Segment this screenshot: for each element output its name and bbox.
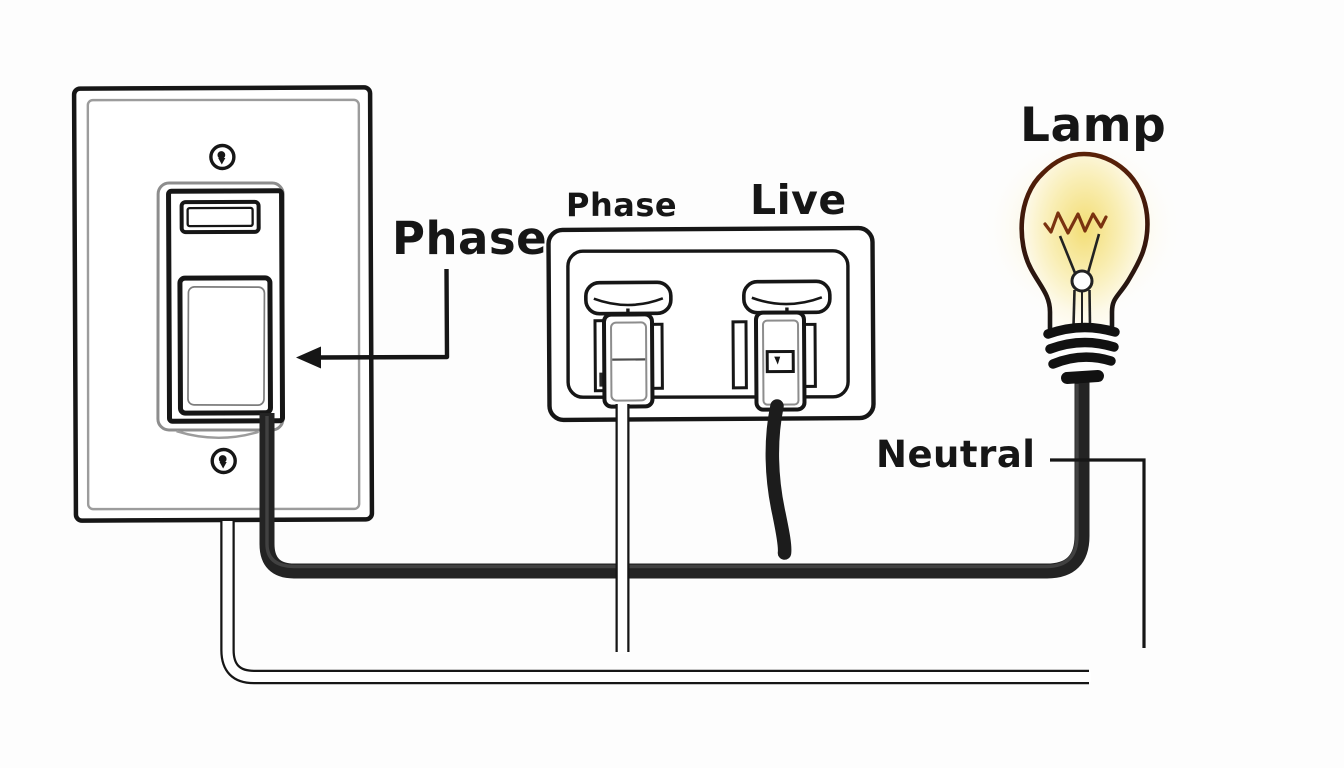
screw-top-slot: [218, 157, 226, 165]
switch-plate-inner-line: [86, 98, 361, 511]
stem-bead: [1070, 269, 1094, 293]
outlet-slot-live-lip: [751, 296, 823, 306]
base-tip: [1061, 370, 1104, 384]
screw-bottom-slot: [219, 461, 227, 469]
live-plug-switch-window: [765, 349, 795, 374]
filament-coil: [1043, 211, 1108, 235]
outlet-face-inner-line: [566, 249, 850, 399]
neutral-wire-outline: [220, 521, 1089, 685]
switch-indicator-window: [179, 199, 261, 235]
base-thread-2: [1045, 337, 1119, 354]
filament-support-right: [1086, 233, 1101, 274]
arrowhead-left-icon: [296, 346, 321, 369]
neutral-wire-core: [222, 521, 1091, 682]
live-plug-wing-left: [731, 320, 748, 390]
filament-support-left: [1058, 235, 1077, 274]
label-outlet-live: Live: [750, 176, 847, 224]
bulb-screw-base: [1043, 322, 1120, 384]
neutral-pointer-line: [1050, 458, 1146, 648]
light-switch: [71, 85, 375, 523]
label-neutral: Neutral: [876, 433, 1036, 476]
switch-rocker-inner-line: [187, 285, 266, 406]
phase-wire-highlight: [265, 384, 1079, 569]
phase-arrow-line: [317, 268, 450, 360]
phase-plug: [593, 308, 664, 409]
switch-indicator-inner: [186, 206, 254, 228]
screw-top-dot: [217, 151, 226, 159]
screw-top-icon: [209, 143, 236, 171]
outlet-slot-phase-lip: [593, 297, 664, 307]
duplex-outlet: [546, 225, 876, 423]
switch-module-shadow-arc: [176, 430, 259, 439]
stem-wire-right: [1088, 289, 1092, 327]
switch-rocker: [177, 275, 273, 416]
base-thread-1: [1043, 322, 1120, 339]
bulb-glass-fill: [1021, 154, 1148, 330]
label-switch-phase: Phase: [392, 212, 547, 265]
live-plug-switch-mark: [774, 356, 781, 365]
phase-arrow: [296, 268, 450, 369]
live-plug-cord: [765, 399, 792, 560]
live-plug: [731, 307, 817, 412]
bulb-glass-outline: [1019, 151, 1150, 333]
phase-plug-body-inner: [610, 321, 648, 402]
neutral-wire: [220, 521, 1091, 685]
stem-wire-left: [1072, 289, 1076, 327]
light-bulb: [980, 132, 1184, 384]
screw-bottom-dot: [218, 455, 227, 463]
bulb-filament: [1043, 211, 1108, 274]
bulb-stem: [1070, 269, 1094, 327]
label-lamp: Lamp: [1020, 98, 1166, 153]
phase-wire: [259, 382, 1090, 579]
base-thread-3: [1048, 352, 1116, 369]
screw-bottom-icon: [210, 447, 237, 475]
label-outlet-phase: Phase: [566, 186, 677, 224]
